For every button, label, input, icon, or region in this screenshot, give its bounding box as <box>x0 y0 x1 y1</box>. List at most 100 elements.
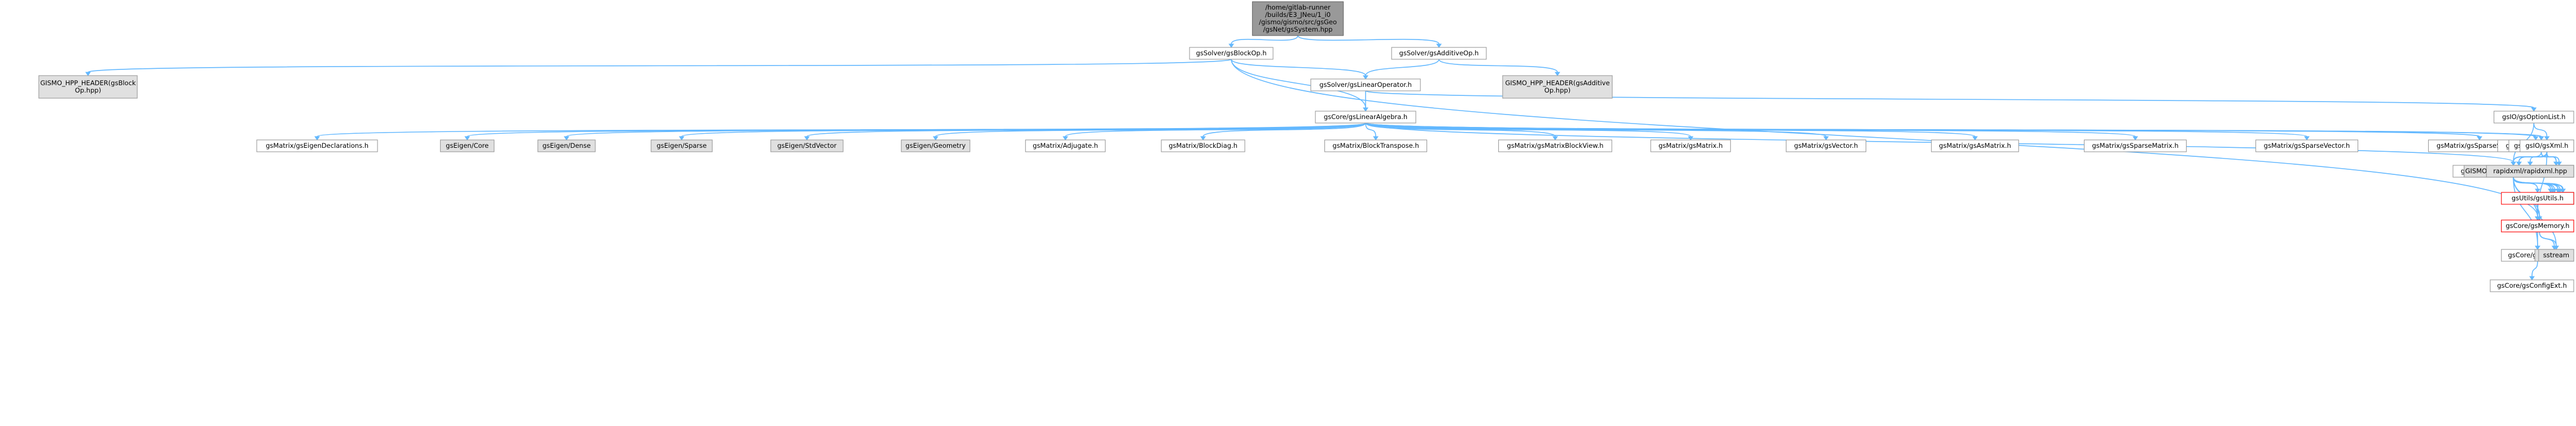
edge-gsConfig-to-gsConfigExt <box>2531 261 2538 277</box>
node-label-gsLinearAlgebra: gsCore/gsLinearAlgebra.h <box>1324 113 1407 121</box>
edge-root-to-gsBlockOp <box>1231 35 1298 45</box>
node-gsSparseVector[interactable]: gsMatrix/gsSparseVector.h <box>2255 139 2359 152</box>
node-box-eigenSparse <box>651 139 713 152</box>
node-box-gsLinearOperator <box>1310 78 1421 91</box>
node-box-rapidxml <box>2486 165 2574 178</box>
node-label-gsSparseVector: gsMatrix/gsSparseVector.h <box>2264 142 2350 150</box>
node-gsAdditiveOp[interactable]: gsSolver/gsAdditiveOp.h <box>1391 47 1487 60</box>
node-label-gsMatrix: gsMatrix/gsMatrix.h <box>1658 142 1723 150</box>
edge-gsOptionList-to-gsXml <box>2533 122 2548 137</box>
node-label-eigenStdVector: gsEigen/StdVector <box>777 142 836 150</box>
arrowhead-gsForwardDecl-to-gsUtils <box>2534 188 2540 193</box>
node-box-hppBlock <box>38 75 138 99</box>
arrowhead-gsLinearAlgebra-to-eigenGeometry <box>933 136 938 140</box>
arrowhead-gsLinearOperator-to-gsLinearAlgebra <box>1363 107 1368 112</box>
arrowhead-gsXml-to-rapidxml <box>2527 161 2533 166</box>
node-label-rapidxml: rapidxml/rapidxml.hpp <box>2493 167 2567 175</box>
edge-gsForwardDecl-to-gsConfig <box>2513 177 2538 247</box>
arrowhead-gsLinearAlgebra-to-blockDiag <box>1200 136 1206 140</box>
arrowhead-gsAdditiveOp-to-hppAdditive <box>1555 72 1560 76</box>
edge-gsAdditiveOp-to-hppAdditive <box>1438 59 1558 73</box>
arrowhead-gsLinearAlgebra-to-gsVector <box>1823 136 1829 140</box>
node-gsEigenDecl[interactable]: gsMatrix/gsEigenDeclarations.h <box>256 139 378 152</box>
node-label-root: /gismo/gismo/src/gsGeo <box>1259 18 1337 26</box>
edge-gsLinearAlgebra-to-blockDiag <box>1203 122 1366 137</box>
node-gsMemory[interactable]: gsCore/gsMemory.h <box>2501 219 2574 232</box>
node-label-gsOptionList: gsIO/gsOptionList.h <box>2502 113 2565 121</box>
node-label-gsXml: gsIO/gsXml.h <box>2525 142 2568 150</box>
node-hppBlock[interactable]: GISMO_HPP_HEADER(gsBlockOp.hpp) <box>38 75 138 99</box>
arrowhead-gsLinearAlgebra-to-eigenStdVector <box>804 136 810 140</box>
node-gsVector[interactable]: gsMatrix/gsVector.h <box>1785 139 1867 152</box>
node-gsConfigExt[interactable]: gsCore/gsConfigExt.h <box>2490 279 2574 292</box>
node-box-gsMatrix <box>1650 139 1731 152</box>
arrowhead-gsLinearAlgebra-to-gsEigenDecl <box>314 136 320 140</box>
arrowhead-gsConfig-to-gsConfigExt <box>2529 276 2535 280</box>
node-label-blockTranspose: gsMatrix/BlockTranspose.h <box>1332 142 1419 150</box>
node-eigenStdVector[interactable]: gsEigen/StdVector <box>770 139 844 152</box>
edge-gsLinearAlgebra-to-blockTranspose <box>1365 122 1376 137</box>
node-box-eigenStdVector <box>770 139 844 152</box>
node-blockTranspose[interactable]: gsMatrix/BlockTranspose.h <box>1324 139 1428 152</box>
node-label-gsEigenDecl: gsMatrix/gsEigenDeclarations.h <box>266 142 368 150</box>
node-eigenGeometry[interactable]: gsEigen/Geometry <box>901 139 971 152</box>
node-adjugate[interactable]: gsMatrix/Adjugate.h <box>1025 139 1106 152</box>
node-gsXml[interactable]: gsIO/gsXml.h <box>2520 139 2574 152</box>
node-gsOptionList[interactable]: gsIO/gsOptionList.h <box>2494 111 2574 124</box>
node-layer: /home/gitlab-runner/builds/E3_JNeu/1_i0/… <box>38 1 2574 292</box>
edge-gsLinearAlgebra-to-gsMath <box>1365 122 2542 137</box>
node-matrixBlockView[interactable]: gsMatrix/gsMatrixBlockView.h <box>1498 139 1612 152</box>
node-label-gsAdditiveOp: gsSolver/gsAdditiveOp.h <box>1399 49 1479 57</box>
node-label-hppBlock: GISMO_HPP_HEADER(gsBlock <box>40 79 136 87</box>
node-box-gsSparseMatrix <box>2083 139 2187 152</box>
node-gsSparseMatrix[interactable]: gsMatrix/gsSparseMatrix.h <box>2083 139 2187 152</box>
arrowhead-gsLinearAlgebra-to-gsSparseSolver <box>2477 136 2482 140</box>
node-label-sstream: sstream <box>2543 251 2569 259</box>
node-box-root <box>1252 1 1344 36</box>
node-hppAdditive[interactable]: GISMO_HPP_HEADER(gsAdditiveOp.hpp) <box>1502 75 1613 99</box>
node-gsLinearAlgebra[interactable]: gsCore/gsLinearAlgebra.h <box>1315 111 1416 124</box>
node-gsUtils[interactable]: gsUtils/gsUtils.h <box>2501 192 2574 205</box>
node-eigenCore[interactable]: gsEigen/Core <box>440 139 495 152</box>
arrowhead-gsLinearAlgebra-to-gsMath <box>2538 136 2544 140</box>
node-box-matrixBlockView <box>1498 139 1612 152</box>
node-box-eigenDense <box>537 139 596 152</box>
node-gsAsMatrix[interactable]: gsMatrix/gsAsMatrix.h <box>1931 139 2019 152</box>
node-gsMatrix[interactable]: gsMatrix/gsMatrix.h <box>1650 139 1731 152</box>
node-gsLinearOperator[interactable]: gsSolver/gsLinearOperator.h <box>1310 78 1421 91</box>
edge-gsDebug-to-sstream <box>2539 231 2557 247</box>
arrowhead-gsLinearOperator-to-gsOptionList <box>2531 107 2537 112</box>
edge-gsForwardDecl-to-limits <box>2513 177 2559 190</box>
node-box-gsVector <box>1785 139 1867 152</box>
node-box-adjugate <box>1025 139 1106 152</box>
node-box-eigenGeometry <box>901 139 971 152</box>
node-eigenDense[interactable]: gsEigen/Dense <box>537 139 596 152</box>
node-eigenSparse[interactable]: gsEigen/Sparse <box>651 139 713 152</box>
node-box-gsMemory <box>2501 219 2574 232</box>
arrowhead-gsLinearAlgebra-to-eigenSparse <box>679 136 684 140</box>
arrowhead-gsAdditiveOp-to-gsLinearOperator <box>1363 75 1368 80</box>
node-sstream[interactable]: sstream <box>2538 249 2574 262</box>
node-label-root: /home/gitlab-runner <box>1265 3 1331 11</box>
node-box-blockTranspose <box>1324 139 1428 152</box>
arrowhead-gsLinearAlgebra-to-gsSparseMatrix <box>2132 136 2138 140</box>
arrowhead-gsXml-to-gsForwardDecl <box>2511 161 2516 166</box>
node-label-root: /gsNet/gsSystem.hpp <box>1263 25 1333 33</box>
arrowhead-gsXml-to-hppXml <box>2516 161 2522 166</box>
node-rapidxml[interactable]: rapidxml/rapidxml.hpp <box>2486 165 2574 178</box>
edge-gsBlockOp-to-gsLinearOperator <box>1231 59 1366 76</box>
node-blockDiag[interactable]: gsMatrix/BlockDiag.h <box>1161 139 1245 152</box>
node-box-sstream <box>2538 249 2574 262</box>
node-box-gsXml <box>2520 139 2574 152</box>
node-label-hppAdditive: GISMO_HPP_HEADER(gsAdditive <box>1505 79 1609 87</box>
node-box-gsAdditiveOp <box>1391 47 1487 60</box>
arrowhead-gsXml-to-cstring <box>2553 161 2559 166</box>
node-box-gsOptionList <box>2494 111 2574 124</box>
arrowhead-gsOptionList-to-gsXml <box>2544 136 2550 140</box>
node-box-gsUtils <box>2501 192 2574 205</box>
node-box-eigenCore <box>440 139 495 152</box>
node-root[interactable]: /home/gitlab-runner/builds/E3_JNeu/1_i0/… <box>1252 1 1344 36</box>
edge-gsXml-to-cstring <box>2546 151 2557 163</box>
node-label-gsBlockOp: gsSolver/gsBlockOp.h <box>1196 49 1267 57</box>
node-gsBlockOp[interactable]: gsSolver/gsBlockOp.h <box>1189 47 1274 60</box>
